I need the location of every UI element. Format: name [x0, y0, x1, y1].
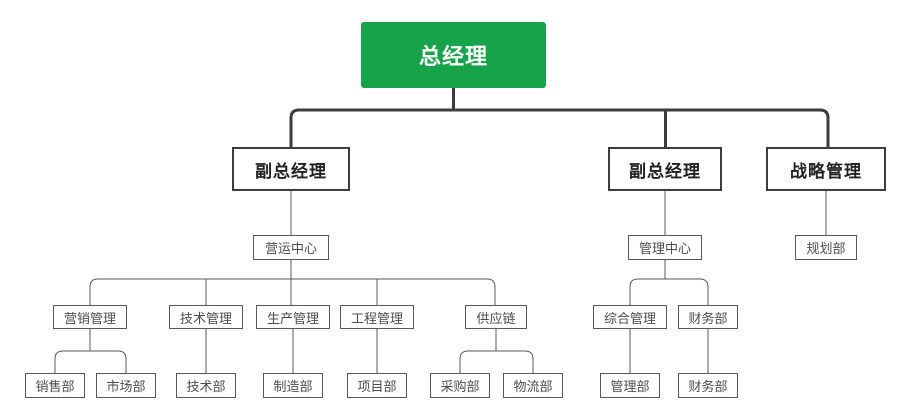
org-node-tech-dept[interactable]: 技术部 — [176, 373, 236, 398]
org-node-label: 供应链 — [476, 310, 516, 326]
org-node-logistics[interactable]: 物流部 — [503, 373, 563, 398]
org-node-label: 工程管理 — [350, 310, 403, 326]
org-node-vgm1[interactable]: 副总经理 — [232, 147, 350, 191]
org-node-label: 销售部 — [35, 379, 75, 394]
org-node-planning[interactable]: 规划部 — [795, 235, 857, 260]
org-node-production-mgmt[interactable]: 生产管理 — [256, 305, 330, 329]
org-node-mgmt-center[interactable]: 管理中心 — [628, 235, 702, 260]
org-node-label: 技术管理 — [179, 310, 232, 326]
org-node-label: 副总经理 — [255, 161, 327, 181]
org-node-finance-l4[interactable]: 财务部 — [678, 305, 738, 329]
org-node-ops-center[interactable]: 营运中心 — [253, 235, 329, 260]
org-node-label: 物流部 — [513, 379, 553, 394]
org-node-label: 生产管理 — [266, 310, 319, 326]
org-node-label: 管理部 — [610, 379, 650, 394]
org-node-procurement[interactable]: 采购部 — [430, 373, 490, 398]
org-node-general-mgmt[interactable]: 综合管理 — [593, 305, 667, 329]
org-node-sales[interactable]: 销售部 — [25, 373, 85, 398]
org-node-label: 市场部 — [106, 379, 146, 394]
org-node-label: 采购部 — [440, 379, 480, 394]
org-node-label: 总经理 — [418, 44, 488, 69]
org-node-market[interactable]: 市场部 — [96, 373, 156, 398]
org-node-label: 综合管理 — [603, 310, 656, 326]
org-node-label: 制造部 — [273, 379, 313, 394]
branch-connectors — [54, 191, 827, 373]
org-node-label: 战略管理 — [790, 161, 862, 181]
org-node-label: 项目部 — [357, 379, 397, 394]
org-node-vgm2[interactable]: 副总经理 — [608, 147, 722, 191]
org-node-project[interactable]: 项目部 — [347, 373, 407, 398]
org-node-engineering-mgmt[interactable]: 工程管理 — [340, 305, 414, 329]
org-node-label: 技术部 — [186, 379, 226, 394]
org-node-finance-l5[interactable]: 财务部 — [678, 373, 738, 398]
org-node-gm[interactable]: 总经理 — [361, 22, 546, 88]
org-node-manufacturing[interactable]: 制造部 — [263, 373, 323, 398]
org-node-mgmt-dept[interactable]: 管理部 — [600, 373, 660, 398]
org-node-label: 管理中心 — [638, 241, 691, 256]
org-node-label: 财务部 — [688, 379, 728, 394]
org-node-supply-chain[interactable]: 供应链 — [465, 305, 527, 329]
org-node-marketing-mgmt[interactable]: 营销管理 — [53, 305, 127, 329]
org-node-label: 规划部 — [806, 241, 846, 256]
org-node-label: 营销管理 — [63, 310, 116, 326]
org-node-label: 财务部 — [688, 310, 728, 326]
org-node-label: 营运中心 — [264, 241, 317, 256]
org-node-label: 副总经理 — [629, 161, 701, 181]
org-node-tech-mgmt[interactable]: 技术管理 — [169, 305, 243, 329]
level1-connectors — [289, 88, 830, 147]
org-node-strategy[interactable]: 战略管理 — [766, 147, 886, 191]
